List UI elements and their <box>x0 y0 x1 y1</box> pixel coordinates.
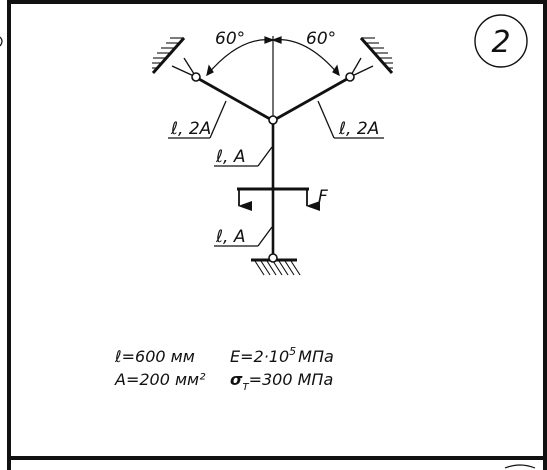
ground-support <box>251 253 301 276</box>
left-diagonal-label: ℓ, 2A <box>170 119 211 139</box>
given-modulus-prefix: E=2·10 <box>230 347 289 366</box>
angle-dimension <box>206 36 340 120</box>
label-leaders <box>168 100 384 247</box>
given-yield-symbol: σ <box>230 370 243 389</box>
given-yield-sub: T <box>242 382 249 393</box>
given-yield: σT=300 МПа <box>230 370 333 393</box>
given-modulus-unit: МПа <box>298 347 334 366</box>
lower-vertical-label: ℓ, A <box>215 227 245 247</box>
angle-right-label: 60° <box>306 29 336 49</box>
given-length: ℓ=600 мм <box>114 347 195 366</box>
load-label: F <box>318 187 328 207</box>
frame-edge-marks <box>0 36 536 469</box>
given-yield-value: =300 МПа <box>249 370 334 389</box>
angle-left-label: 60° <box>215 29 245 49</box>
right-wall-support <box>345 37 394 82</box>
given-modulus-exp: 5 <box>289 345 296 358</box>
problem-number: 2 <box>491 25 510 60</box>
upper-vertical-label: ℓ, A <box>215 147 245 167</box>
given-area: A=200 мм² <box>114 370 206 389</box>
right-diagonal-label: ℓ, 2A <box>338 119 379 139</box>
problem-number-badge: 2 <box>474 14 528 68</box>
central-joint <box>268 115 278 125</box>
load-beam <box>237 187 320 211</box>
left-wall-support <box>151 37 201 82</box>
sheet-frame <box>7 0 547 470</box>
diagonal-members <box>198 77 348 121</box>
